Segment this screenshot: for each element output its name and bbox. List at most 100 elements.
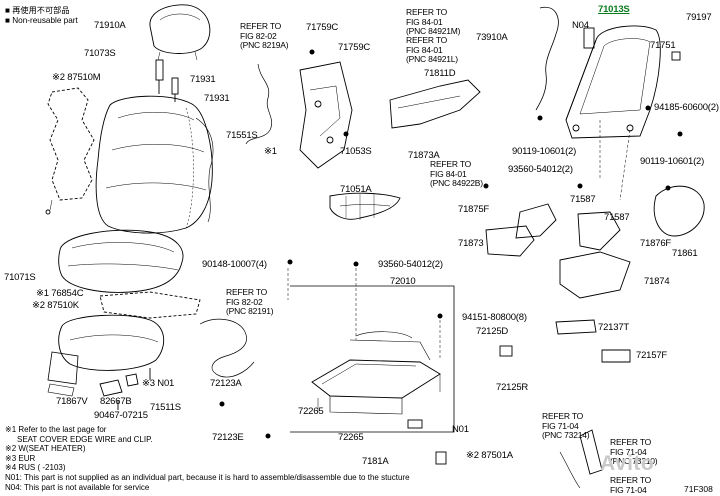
fastener-dots — [219, 49, 683, 439]
part-label-71759C[interactable]: 71759C — [306, 22, 339, 33]
note-N01: N01: This part is not supplied as an ind… — [5, 472, 410, 482]
part-label-71073S[interactable]: 71073S — [84, 48, 116, 59]
legend-non-reusable-label: Non-reusable part — [12, 15, 78, 25]
part-label-71053S[interactable]: 71053S — [340, 146, 372, 157]
part-label-71861[interactable]: 71861 — [672, 248, 698, 259]
refer-fig-84-01-84922B[interactable]: REFER TO FIG 84-01 (PNC 84922B) — [430, 159, 483, 188]
cover-wire-drawing — [195, 117, 214, 223]
part-label-72123A[interactable]: 72123A — [210, 378, 242, 389]
part-label-71811D[interactable]: 71811D — [424, 68, 456, 79]
part-label-71587-b[interactable]: 71587 — [604, 212, 630, 223]
seat-cushion-drawing — [58, 229, 184, 293]
part-label-72137T[interactable]: 72137T — [598, 322, 630, 333]
part-label-72265-b[interactable]: 72265 — [338, 432, 364, 443]
harness-upper-drawing — [245, 63, 273, 145]
part-label-76854C[interactable]: ※1 76854C — [36, 288, 84, 299]
part-label-71511S[interactable]: 71511S — [150, 402, 181, 413]
part-label-87501A[interactable]: ※2 87501A — [466, 450, 513, 461]
part-label-71551S[interactable]: 71551S — [226, 130, 258, 141]
seatback-frame-drawing — [565, 25, 661, 139]
pad-71861-drawing — [653, 185, 705, 237]
refer-fig-71-04-c[interactable]: REFER TO FIG 71-04 — [610, 475, 652, 495]
refer-fig-84-01-84921L[interactable]: REFER TO FIG 84-01 (PNC 84921L) — [406, 35, 458, 64]
refer-fig-82-02-8219A[interactable]: REFER TO FIG 82-02 (PNC 8219A) — [240, 21, 289, 50]
part-label-N04[interactable]: N04 — [572, 20, 589, 31]
part-label-71875F[interactable]: 71875F — [458, 204, 490, 215]
part-label-90119-10601-a[interactable]: 90119-10601(2) — [512, 146, 577, 157]
connectors-drawing — [407, 27, 681, 465]
part-label-93560-54012-b[interactable]: 93560-54012(2) — [378, 259, 443, 270]
part-label-71867V[interactable]: 71867V — [56, 396, 88, 407]
part-label-71751[interactable]: 71751 — [650, 40, 676, 51]
refer-fig-71-04-73210[interactable]: REFER TO FIG 71-04 (PNC 73210) — [610, 437, 658, 466]
part-label-79197[interactable]: 79197 — [686, 12, 712, 23]
part-label-71051A[interactable]: 71051A — [340, 184, 372, 195]
part-label-72123E[interactable]: 72123E — [212, 432, 244, 443]
headrest-supports-drawing — [155, 59, 179, 102]
part-label-note1-marker[interactable]: ※1 — [264, 146, 277, 157]
side-frame-71811D-drawing — [389, 79, 481, 129]
part-label-71874[interactable]: 71874 — [644, 276, 670, 287]
part-label-87510K[interactable]: ※2 87510K — [32, 300, 79, 311]
non-reusable-mark-icon: ■ — [5, 15, 10, 25]
part-label-71587-a[interactable]: 71587 — [570, 194, 596, 205]
note-3: ※3 EUR — [5, 453, 36, 463]
bar-72157F-drawing — [601, 349, 631, 363]
part-label-72125R[interactable]: 72125R — [496, 382, 529, 393]
note-4: ※4 RUS ( -2103) — [5, 463, 66, 473]
part-label-72125D[interactable]: 72125D — [476, 326, 509, 337]
part-label-90467-07215[interactable]: 90467-07215 — [94, 410, 148, 421]
avito-watermark: Avito — [600, 452, 655, 475]
figure-code: 71F308 — [684, 484, 713, 494]
part-label-71931[interactable]: 71931 — [190, 74, 216, 85]
seatback-frame-side-drawing — [299, 61, 353, 169]
legend: ■ 再使用不可部品 ■ Non-reusable part — [5, 6, 78, 25]
refer-fig-84-01-84921M[interactable]: REFER TO FIG 84-01 (PNC 84921M) — [406, 7, 461, 36]
part-label-71931-b[interactable]: 71931 — [204, 93, 230, 104]
harness-lower-drawing — [199, 318, 255, 378]
leader-dashes — [287, 120, 631, 360]
small-fasteners-left-drawing — [99, 368, 151, 410]
part-label-72157F[interactable]: 72157F — [636, 350, 668, 361]
part-label-71759C-b[interactable]: 71759C — [338, 42, 371, 53]
part-label-93560-54012-a[interactable]: 93560-54012(2) — [508, 164, 573, 175]
part-label-82667B[interactable]: 82667B — [100, 396, 132, 407]
part-label-71910A[interactable]: 71910A — [94, 20, 126, 31]
footnotes: ※1 Refer to the last page for SEAT COVER… — [5, 425, 410, 492]
note-2: ※2 W(SEAT HEATER) — [5, 444, 86, 454]
note-1b: SEAT COVER EDGE WIRE and CLIP. — [17, 434, 153, 444]
non-reusable-mark-icon: ■ — [5, 6, 10, 15]
part-label-73910A[interactable]: 73910A — [476, 32, 508, 43]
seat-heater-drawing — [99, 291, 201, 319]
seat-cushion-pad-drawing — [47, 314, 165, 397]
part-label-94151-80800[interactable]: 94151-80800(8) — [462, 312, 527, 323]
part-label-72010[interactable]: 72010 — [390, 276, 416, 287]
part-label-94185-60600[interactable]: 94185-60600(2) — [654, 102, 719, 113]
seatback-heater-pad-drawing — [45, 87, 95, 215]
part-label-7181A[interactable]: 7181A — [362, 456, 389, 467]
part-label-87510M[interactable]: ※2 87510M — [52, 72, 101, 83]
note-1: ※1 Refer to the last page for — [5, 425, 107, 434]
part-label-71876F[interactable]: 71876F — [640, 238, 672, 249]
headrest-drawing — [149, 4, 211, 61]
refer-fig-71-04-73214[interactable]: REFER TO FIG 71-04 (PNC 73214) — [542, 411, 590, 440]
legend-jp-text: 再使用不可部品 — [12, 6, 70, 15]
lumbar-support-drawing — [329, 192, 401, 220]
part-label-N01-a[interactable]: ※3 N01 — [142, 378, 175, 389]
bar-72137T-drawing — [555, 319, 597, 335]
part-label-72265-a[interactable]: 72265 — [298, 406, 324, 417]
part-label-90148-10007[interactable]: 90148-10007(4) — [202, 259, 267, 270]
seat-track-box — [290, 285, 455, 433]
part-label-90119-10601-b[interactable]: 90119-10601(2) — [640, 156, 705, 167]
refer-fig-82-02-82191[interactable]: REFER TO FIG 82-02 (PNC 82191) — [226, 287, 274, 316]
part-label-71013S-highlighted[interactable]: 71013S — [598, 4, 630, 15]
part-label-N01-b[interactable]: N01 — [452, 424, 469, 435]
brackets-right-drawing — [485, 203, 631, 299]
part-label-71873A[interactable]: 71873A — [408, 150, 440, 161]
buckle-drawing — [559, 429, 603, 489]
part-label-71873[interactable]: 71873 — [458, 238, 484, 249]
note-N04: N04: This part is not available for serv… — [5, 482, 150, 492]
part-label-71071S[interactable]: 71071S — [4, 272, 36, 283]
